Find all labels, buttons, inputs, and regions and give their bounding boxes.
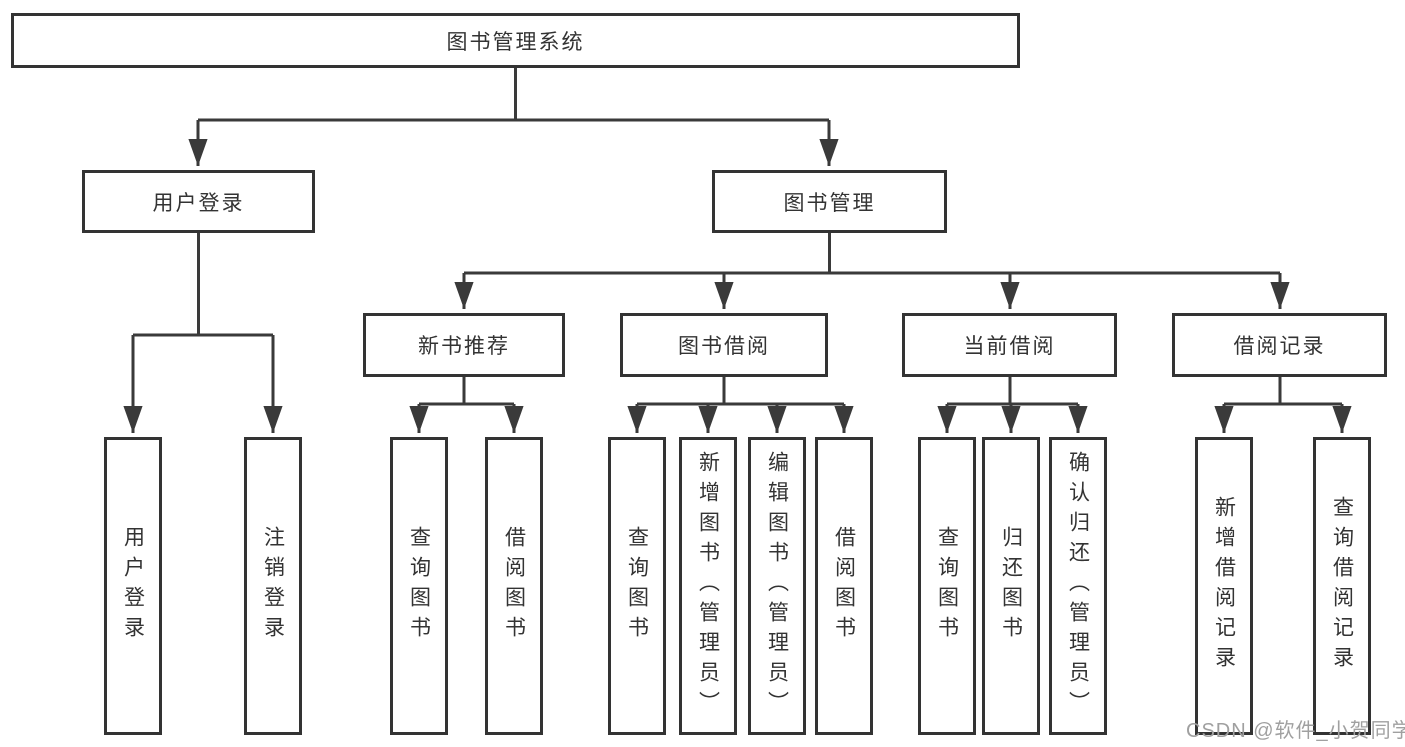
connector-trunks xyxy=(133,68,1342,406)
leaf-query-borrow-record: 查询借阅记录 xyxy=(1313,437,1371,735)
leaf-user-login-label: 用户登录 xyxy=(121,526,145,646)
node-borrowing-records-label: 借阅记录 xyxy=(1233,335,1326,358)
node-current-borrowing: 当前借阅 xyxy=(902,313,1117,377)
node-new-book-recommendation-label: 新书推荐 xyxy=(418,335,510,358)
leaf-borrow-books-recommend: 借阅图书 xyxy=(485,437,543,735)
connector-arrows xyxy=(123,120,1352,433)
node-new-book-recommendation: 新书推荐 xyxy=(363,313,565,377)
leaf-add-books-admin-label: 新增图书（管理员） xyxy=(696,451,720,721)
leaf-logout-label: 注销登录 xyxy=(261,526,285,646)
leaf-edit-books-admin-label: 编辑图书（管理员） xyxy=(765,451,789,721)
node-book-management: 图书管理 xyxy=(712,170,947,233)
leaf-query-books-borrowing-label: 查询图书 xyxy=(625,526,649,646)
leaf-query-books-recommend: 查询图书 xyxy=(390,437,448,735)
node-book-management-label: 图书管理 xyxy=(783,191,876,215)
leaf-confirm-return-admin-label: 确认归还（管理员） xyxy=(1066,451,1090,721)
leaf-borrow-books-borrowing-label: 借阅图书 xyxy=(832,526,856,646)
leaf-query-books-recommend-label: 查询图书 xyxy=(407,526,431,646)
leaf-return-books-label: 归还图书 xyxy=(999,526,1023,646)
leaf-edit-books-admin: 编辑图书（管理员） xyxy=(748,437,806,735)
leaf-query-books-borrowing: 查询图书 xyxy=(608,437,666,735)
node-book-borrowing: 图书借阅 xyxy=(620,313,828,377)
leaf-logout: 注销登录 xyxy=(244,437,302,735)
csdn-watermark: CSDN @软件_小贺同学 xyxy=(1186,720,1405,742)
node-library-management-system-label: 图书管理系统 xyxy=(446,30,585,54)
node-user-login-label: 用户登录 xyxy=(152,191,245,215)
node-book-borrowing-label: 图书借阅 xyxy=(678,335,770,358)
leaf-return-books: 归还图书 xyxy=(982,437,1040,735)
leaf-query-borrow-record-label: 查询借阅记录 xyxy=(1330,496,1354,676)
leaf-query-books-current-label: 查询图书 xyxy=(935,526,959,646)
leaf-borrow-books-recommend-label: 借阅图书 xyxy=(502,526,526,646)
node-user-login: 用户登录 xyxy=(82,170,315,233)
leaf-add-borrow-record: 新增借阅记录 xyxy=(1195,437,1253,735)
node-library-management-system: 图书管理系统 xyxy=(11,13,1020,68)
leaf-borrow-books-borrowing: 借阅图书 xyxy=(815,437,873,735)
leaf-add-books-admin: 新增图书（管理员） xyxy=(679,437,737,735)
leaf-add-borrow-record-label: 新增借阅记录 xyxy=(1212,496,1236,676)
leaf-confirm-return-admin: 确认归还（管理员） xyxy=(1049,437,1107,735)
node-current-borrowing-label: 当前借阅 xyxy=(963,335,1056,358)
leaf-user-login: 用户登录 xyxy=(104,437,162,735)
node-borrowing-records: 借阅记录 xyxy=(1172,313,1387,377)
leaf-query-books-current: 查询图书 xyxy=(918,437,976,735)
